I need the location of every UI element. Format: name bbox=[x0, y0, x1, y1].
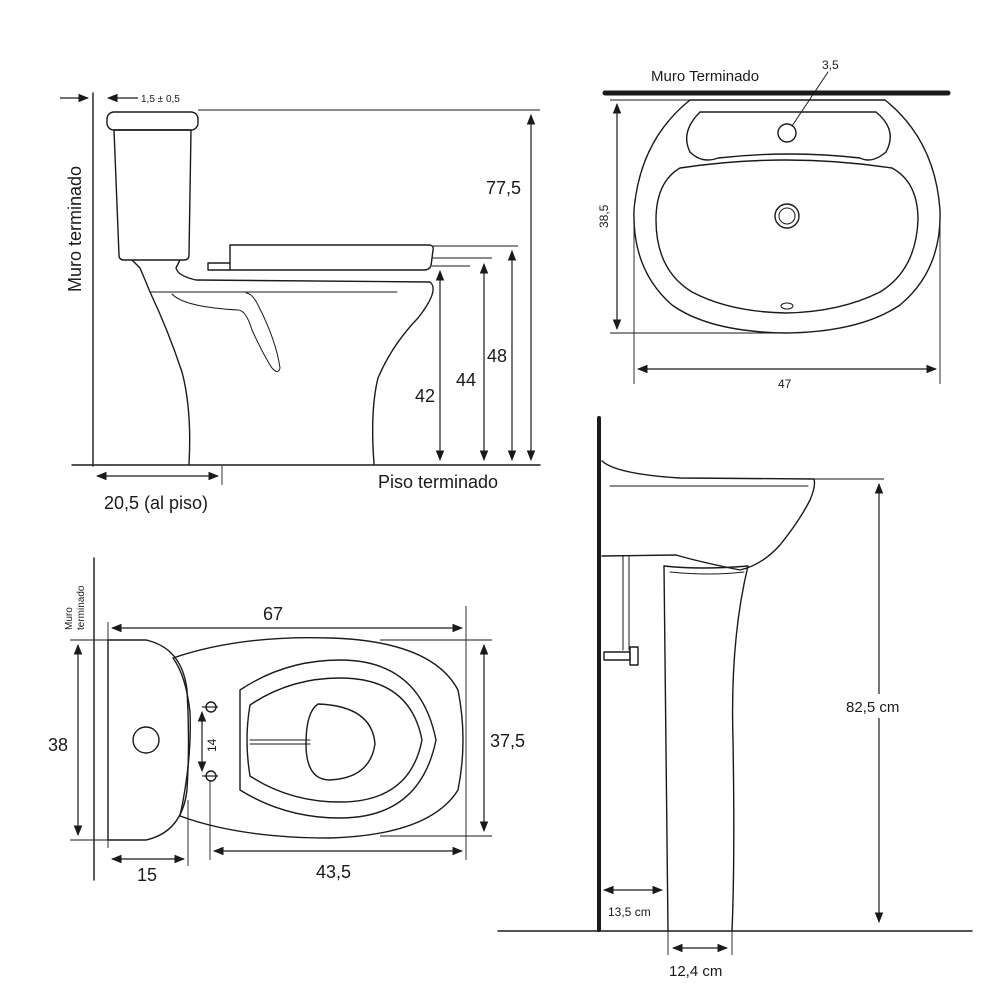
tank-width-label: 38 bbox=[48, 735, 68, 755]
toilet-lid bbox=[229, 244, 434, 271]
wall-label-sink: Muro Terminado bbox=[651, 68, 759, 85]
drain bbox=[774, 203, 800, 229]
bowl-back-outline bbox=[175, 259, 434, 465]
toilet-side-view: Muro terminado 1,5 ± 0,5 77,5 48 bbox=[60, 92, 541, 513]
height-44-label: 44 bbox=[456, 370, 476, 390]
height-48-label: 48 bbox=[487, 346, 507, 366]
tank-lid bbox=[106, 111, 199, 131]
basin-outer bbox=[633, 99, 941, 334]
tank-top-outline bbox=[107, 639, 190, 841]
pedestal-offset-label: 13,5 cm bbox=[608, 905, 651, 919]
sink-depth-label: 38,5 bbox=[597, 204, 611, 228]
floor-distance-label: 20,5 (al piso) bbox=[104, 493, 208, 513]
bowl-length-label: 43,5 bbox=[316, 862, 351, 882]
wall-label-line-2: terminado bbox=[76, 585, 87, 630]
height-total-label: 77,5 bbox=[486, 178, 521, 198]
flush-button bbox=[132, 726, 160, 754]
bowl-width-label: 37,5 bbox=[490, 731, 525, 751]
tap-hole-label: 3,5 bbox=[822, 58, 839, 72]
basin-profile bbox=[601, 460, 816, 571]
bowl-top-outline bbox=[172, 636, 464, 839]
sink-height-label: 82,5 cm bbox=[846, 699, 899, 716]
height-42-label: 42 bbox=[415, 386, 435, 406]
toilet-tank bbox=[106, 111, 199, 261]
seat-hinge bbox=[207, 262, 231, 271]
basin-deck bbox=[686, 111, 891, 161]
tap-hole bbox=[777, 123, 797, 143]
tank-depth-label: 15 bbox=[137, 865, 157, 885]
basin-bowl bbox=[655, 159, 919, 314]
seat-outer bbox=[239, 659, 437, 819]
water-area bbox=[305, 703, 376, 781]
tap-hole-leader bbox=[791, 71, 829, 127]
pedestal-front bbox=[663, 565, 749, 932]
wall-label-line-1: Muro bbox=[64, 607, 75, 630]
sink-width-label: 47 bbox=[778, 377, 792, 391]
seat-inner bbox=[246, 677, 423, 803]
bolt-spacing-label: 14 bbox=[205, 738, 219, 752]
pedestal-back bbox=[663, 565, 669, 932]
bowl-front-outline bbox=[131, 259, 191, 465]
pedestal-base-label: 12,4 cm bbox=[669, 963, 722, 980]
tank-body bbox=[113, 129, 192, 261]
angle-valve bbox=[603, 555, 639, 666]
overflow-hole bbox=[780, 302, 794, 310]
sink-side-view: 82,5 cm 13,5 cm 12,4 cm bbox=[497, 416, 973, 980]
sink-top-view: Muro Terminado 3,5 38,5 47 bbox=[597, 58, 951, 391]
toilet-top-view: Muro terminado 14 67 bbox=[48, 557, 525, 885]
trapway bbox=[171, 292, 281, 372]
floor-label: Piso terminado bbox=[378, 472, 498, 492]
wall-label: Muro terminado bbox=[65, 166, 85, 292]
length-label: 67 bbox=[263, 604, 283, 624]
tolerance-label: 1,5 ± 0,5 bbox=[141, 94, 180, 105]
